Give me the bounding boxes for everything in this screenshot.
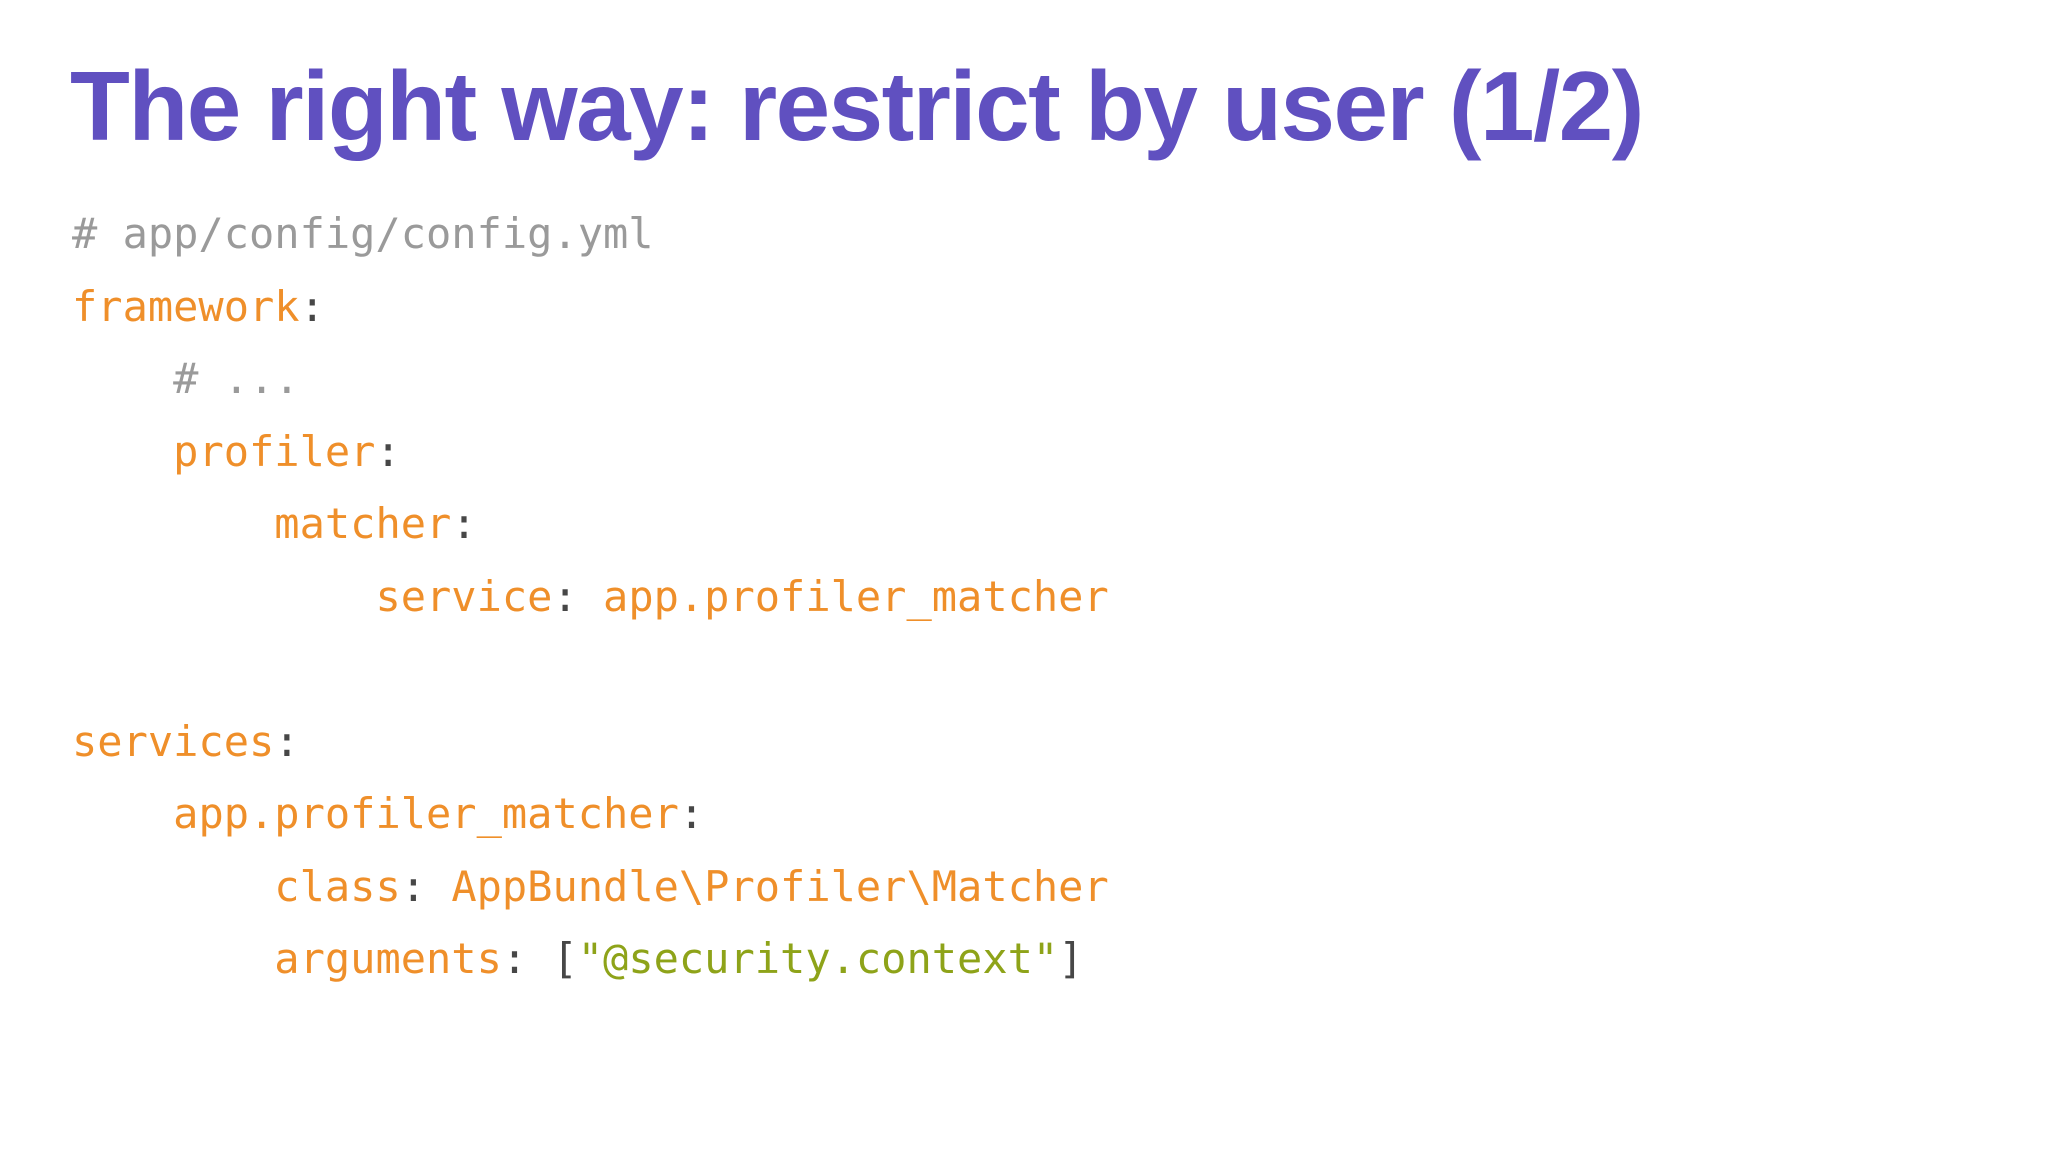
code-token-punct: : xyxy=(451,499,477,548)
code-line: profiler: xyxy=(72,416,1109,489)
code-line xyxy=(72,633,1109,706)
code-token-punct: [ xyxy=(527,934,578,983)
code-token-comment: # ... xyxy=(173,354,300,403)
code-token-key: profiler xyxy=(173,426,376,476)
code-token-punct: : xyxy=(375,426,401,476)
code-token-punct: : xyxy=(501,934,528,983)
code-line: matcher: xyxy=(72,488,1109,561)
code-token-value: app.profiler_matcher xyxy=(577,571,1109,621)
code-token-key: framework xyxy=(72,281,300,331)
code-line: # ... xyxy=(72,343,1109,416)
code-line: services: xyxy=(72,706,1109,779)
code-token-key: arguments xyxy=(274,934,502,983)
code-token-comment: # app/config/config.yml xyxy=(72,209,654,258)
code-token-key: services xyxy=(72,716,275,766)
code-token-punct: : xyxy=(274,716,300,766)
slide-title: The right way: restrict by user (1/2) xyxy=(70,51,1644,161)
code-line: service: app.profiler_matcher xyxy=(72,561,1109,634)
code-token-string: "@security.context" xyxy=(577,934,1059,983)
code-line: app.profiler_matcher: xyxy=(72,778,1109,851)
code-token-punct: ] xyxy=(1058,934,1084,983)
code-token-key: class xyxy=(274,861,401,911)
code-line: class: AppBundle\Profiler\Matcher xyxy=(72,851,1109,924)
code-token-key: service xyxy=(375,571,553,621)
code-token-punct: : xyxy=(678,789,705,838)
code-line: arguments: ["@security.context"] xyxy=(72,923,1109,996)
code-token-punct: : xyxy=(552,571,578,621)
code-line: # app/config/config.yml xyxy=(72,198,1109,271)
code-token-value: AppBundle\Profiler\Matcher xyxy=(426,861,1109,911)
code-token-key: matcher xyxy=(274,499,452,548)
code-line: framework: xyxy=(72,271,1109,344)
code-token-punct: : xyxy=(299,281,325,331)
code-token-punct: : xyxy=(400,861,427,911)
code-token-key: app.profiler_matcher xyxy=(173,789,679,838)
